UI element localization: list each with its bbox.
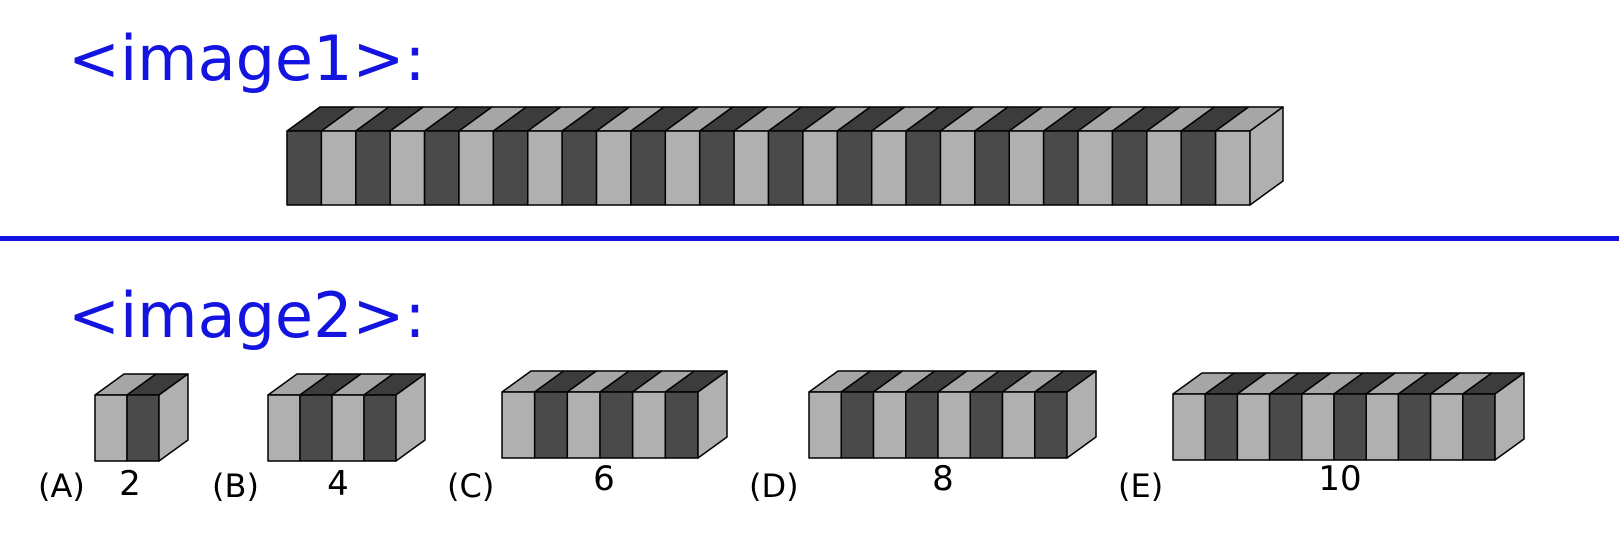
bar-side-face bbox=[1494, 372, 1525, 461]
option-b-value: 4 bbox=[327, 464, 349, 504]
dark-segment-front bbox=[1268, 393, 1303, 461]
dark-segment-front bbox=[286, 130, 323, 206]
light-segment-front bbox=[1077, 130, 1114, 206]
light-segment-front bbox=[1214, 130, 1251, 206]
light-segment-front bbox=[1008, 130, 1045, 206]
dark-segment-front bbox=[905, 130, 942, 206]
option-a: (A) 2 bbox=[38, 373, 189, 505]
dark-segment-front bbox=[1034, 391, 1068, 459]
light-segment-front bbox=[331, 394, 365, 462]
dark-segment-front bbox=[492, 130, 529, 206]
light-segment-front bbox=[870, 130, 907, 206]
light-segment-front bbox=[320, 130, 357, 206]
dark-segment-front bbox=[423, 130, 460, 206]
option-c-label: (C) bbox=[447, 467, 494, 505]
option-e-bar bbox=[1172, 372, 1525, 461]
light-segment-front bbox=[937, 391, 971, 459]
dark-segment-front bbox=[698, 130, 735, 206]
light-segment-front bbox=[733, 130, 770, 206]
dark-segment-front bbox=[599, 391, 634, 459]
option-d-bar bbox=[808, 370, 1097, 459]
light-segment-front bbox=[566, 391, 601, 459]
light-segment-front bbox=[1365, 393, 1400, 461]
light-segment-front bbox=[501, 391, 536, 459]
image1-bar bbox=[286, 106, 1284, 206]
option-b-label: (B) bbox=[212, 467, 259, 505]
dark-segment-front bbox=[1462, 393, 1496, 461]
dark-segment-front bbox=[1180, 130, 1217, 206]
light-segment-front bbox=[267, 394, 301, 462]
dark-segment-front bbox=[1397, 393, 1432, 461]
section-divider bbox=[0, 236, 1619, 241]
bar-side-face bbox=[395, 373, 426, 462]
light-segment-front bbox=[1172, 393, 1206, 461]
option-c-bar bbox=[501, 370, 728, 459]
option-e: (E) 10 bbox=[1118, 372, 1525, 505]
light-segment-front bbox=[1146, 130, 1182, 206]
option-d-value: 8 bbox=[932, 459, 954, 499]
bar-side-face bbox=[158, 373, 189, 462]
dark-segment-front bbox=[840, 391, 875, 459]
dark-segment-front bbox=[1333, 393, 1367, 461]
option-e-value: 10 bbox=[1318, 459, 1361, 499]
dark-segment-front bbox=[767, 130, 804, 206]
dark-segment-front bbox=[630, 130, 667, 206]
light-segment-front bbox=[527, 130, 563, 206]
light-segment-front bbox=[1301, 393, 1335, 461]
option-c: (C) 6 bbox=[447, 370, 728, 505]
option-b-bar bbox=[267, 373, 426, 462]
option-c-value: 6 bbox=[593, 459, 615, 499]
image1-heading: <image1>: bbox=[68, 22, 426, 95]
light-segment-front bbox=[808, 391, 842, 459]
option-a-label: (A) bbox=[38, 467, 85, 505]
light-segment-front bbox=[631, 391, 667, 459]
dark-segment-front bbox=[1204, 393, 1239, 461]
option-d: (D) 8 bbox=[749, 370, 1097, 505]
image2-heading: <image2>: bbox=[68, 279, 426, 352]
light-segment-front bbox=[939, 130, 976, 206]
light-segment-front bbox=[802, 130, 839, 206]
light-segment-front bbox=[389, 130, 426, 206]
dark-segment-front bbox=[363, 394, 397, 462]
light-segment-front bbox=[595, 130, 632, 206]
dark-segment-front bbox=[126, 394, 160, 462]
option-e-label: (E) bbox=[1118, 467, 1163, 505]
option-a-bar bbox=[94, 373, 189, 462]
dark-segment-front bbox=[974, 130, 1010, 206]
dark-segment-front bbox=[836, 130, 873, 206]
dark-segment-front bbox=[1042, 130, 1079, 206]
light-segment-front bbox=[872, 391, 907, 459]
option-b: (B) 4 bbox=[212, 373, 426, 505]
dark-segment-front bbox=[533, 391, 569, 459]
dark-segment-front bbox=[905, 391, 939, 459]
option-a-value: 2 bbox=[119, 464, 141, 504]
light-segment-front bbox=[664, 130, 701, 206]
dark-segment-front bbox=[664, 391, 699, 459]
bar-side-face bbox=[697, 370, 728, 459]
light-segment-front bbox=[1236, 393, 1271, 461]
option-d-label: (D) bbox=[749, 467, 799, 505]
bar-side-face bbox=[1066, 370, 1097, 459]
dark-segment-front bbox=[299, 394, 333, 462]
bar-side-face bbox=[1249, 106, 1284, 206]
light-segment-front bbox=[1001, 391, 1036, 459]
dark-segment-front bbox=[1111, 130, 1148, 206]
light-segment-front bbox=[458, 130, 495, 206]
dark-segment-front bbox=[355, 130, 391, 206]
light-segment-front bbox=[1429, 393, 1464, 461]
light-segment-front bbox=[94, 394, 128, 462]
dark-segment-front bbox=[969, 391, 1004, 459]
dark-segment-front bbox=[561, 130, 598, 206]
